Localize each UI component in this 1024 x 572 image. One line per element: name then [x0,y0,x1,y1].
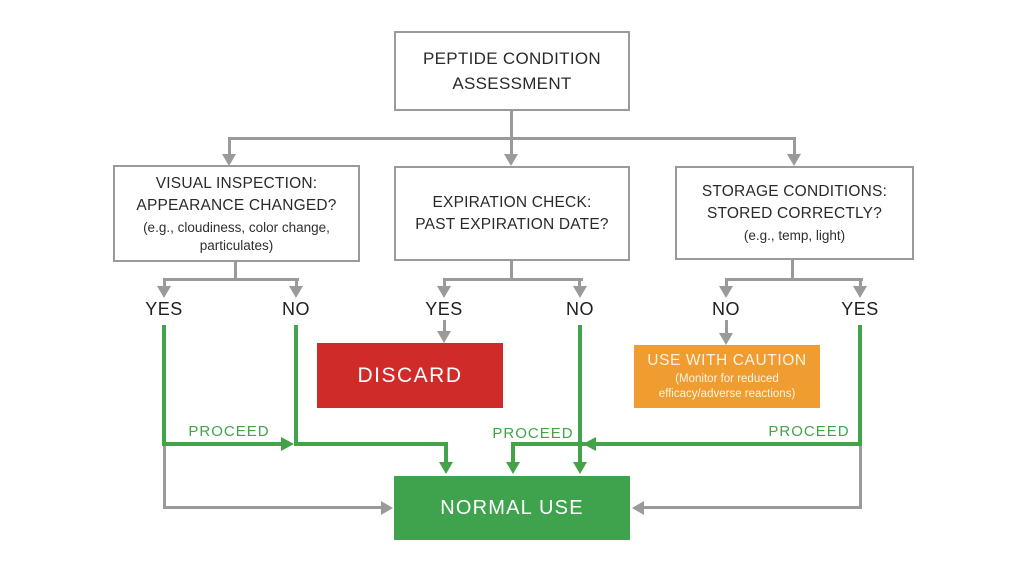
arrowhead-visual-no [289,286,303,298]
expiration-no-label: NO [566,299,594,319]
gray-right-bypass-vertical [859,446,862,509]
visual-split-stem [234,262,237,280]
use-with-caution-note: (Monitor for reduced efficacy/adverse re… [658,372,796,400]
expiration-split-drop-yes [443,278,446,288]
expiration-split-drop-no [578,278,581,288]
arrowhead-into-discard [437,331,451,343]
expiration-check-box: EXPIRATION CHECK: PAST EXPIRATION DATE? [394,166,630,261]
visual-inspection-line2: APPEARANCE CHANGED? [136,196,337,214]
expiration-split-stem [510,261,513,280]
normal-use-label: NORMAL USE [440,496,584,519]
storage-split-drop-yes [859,278,862,288]
green-right-horizontal [511,442,862,446]
arrowhead-into-caution [719,333,733,345]
arrowhead-storage-no [719,286,733,298]
arrowhead-to-expiration-box [504,154,518,166]
green-arrowhead-left [583,437,596,451]
expiration-check-line2: PAST EXPIRATION DATE? [415,215,609,233]
normal-use-box: NORMAL USE [394,476,630,540]
arrowhead-storage-yes [853,286,867,298]
gray-arrowhead-normal-right [632,501,644,515]
use-with-caution-label: USE WITH CAUTION [647,351,807,369]
visual-inspection-note: (e.g., cloudiness, color change, particu… [143,219,330,253]
green-visual-yes-horizontal [162,442,282,446]
green-visual-no-horizontal [294,442,448,446]
visual-no-label: NO [282,299,310,319]
green-center-drop [511,442,515,464]
green-visual-yes-vertical [162,325,166,446]
storage-split-drop-no [725,278,728,288]
use-with-caution-box: USE WITH CAUTION (Monitor for reduced ef… [634,345,820,408]
visual-split-horizontal [163,278,299,281]
arrowhead-to-visual-box [222,154,236,166]
expiration-split-horizontal [443,278,583,281]
visual-yes-label: YES [145,299,183,319]
storage-conditions-line1: STORAGE CONDITIONS: [701,183,888,201]
connector-drop-left [228,137,231,155]
green-expiration-no-vertical [578,325,582,463]
gray-left-bypass-horizontal [163,506,382,509]
visual-inspection-line1: VISUAL INSPECTION: [155,174,318,192]
arrowhead-to-storage-box [787,154,801,166]
connector-root-stem [510,111,513,155]
storage-conditions-note: (e.g., temp, light) [743,228,846,244]
arrowhead-expiration-yes [437,286,451,298]
proceed-label-right: PROCEED [768,423,850,440]
storage-no-label: NO [712,299,740,319]
green-visual-no-drop [444,442,448,464]
visual-split-drop-no [295,278,298,288]
green-arrowhead-normal-1 [439,462,453,474]
expiration-check-line1: EXPIRATION CHECK: [432,193,592,211]
arrowhead-expiration-no [573,286,587,298]
storage-conditions-line2: STORED CORRECTLY? [706,205,883,223]
green-storage-yes-vertical [858,325,862,446]
expiration-yes-label: YES [425,299,463,319]
connector-drop-right [793,137,796,155]
root-assessment-box: PEPTIDE CONDITION ASSESSMENT [394,31,630,111]
green-arrowhead-normal-3 [573,462,587,474]
gray-left-bypass-vertical [163,446,166,509]
storage-no-stem [725,320,728,334]
proceed-label-middle: PROCEED [492,425,574,442]
root-assessment-title: PEPTIDE CONDITION ASSESSMENT [423,48,601,94]
discard-label: DISCARD [357,363,463,387]
storage-conditions-box: STORAGE CONDITIONS: STORED CORRECTLY? (e… [675,166,914,260]
gray-right-bypass-horizontal [644,506,862,509]
green-arrowhead-right [281,437,294,451]
gray-arrowhead-normal-left [381,501,393,515]
discard-box: DISCARD [317,343,503,408]
expiration-yes-stem [443,320,446,332]
connector-top-horizontal [228,137,796,140]
visual-split-drop-yes [163,278,166,288]
storage-split-horizontal [725,278,863,281]
arrowhead-visual-yes [157,286,171,298]
proceed-label-left: PROCEED [188,423,270,440]
visual-inspection-box: VISUAL INSPECTION: APPEARANCE CHANGED? (… [113,165,360,262]
green-visual-no-vertical [294,325,298,446]
storage-yes-label: YES [841,299,879,319]
storage-split-stem [791,260,794,280]
green-arrowhead-normal-2 [506,462,520,474]
